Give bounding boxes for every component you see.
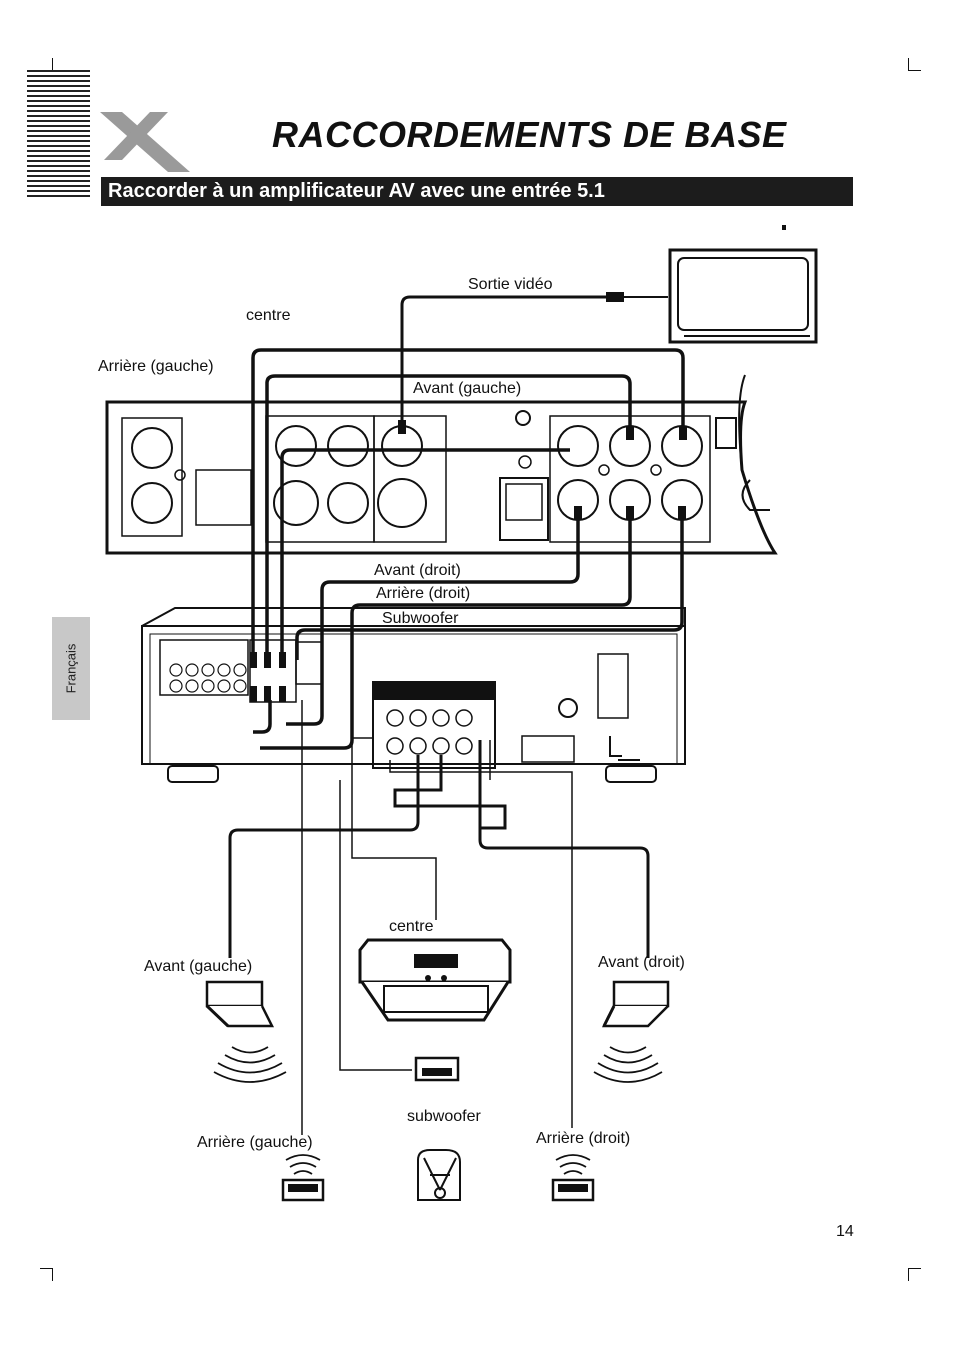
page-title: RACCORDEMENTS DE BASE bbox=[272, 114, 787, 155]
rear-right-speaker bbox=[551, 1154, 595, 1202]
cable-video-out bbox=[400, 295, 608, 430]
label-rear-right-speaker: Arrière (droit) bbox=[536, 1130, 631, 1147]
subwoofer-unit bbox=[417, 1149, 461, 1201]
label-front-left-top: Avant (gauche) bbox=[413, 380, 522, 397]
label-front-left-speaker: Avant (gauche) bbox=[144, 958, 253, 975]
label-rear-right-mid: Arrière (droit) bbox=[376, 585, 471, 602]
front-left-speaker bbox=[205, 980, 287, 1083]
section-banner bbox=[101, 177, 853, 206]
label-rear-left-speaker: Arrière (gauche) bbox=[197, 1134, 313, 1151]
x-logo bbox=[100, 112, 190, 172]
speaker-cables-front bbox=[228, 740, 650, 958]
crop-mark-bottom-right bbox=[908, 1268, 921, 1281]
dvd-player-rear-panel bbox=[105, 374, 778, 555]
label-video-out: Sortie vidéo bbox=[468, 276, 553, 293]
label-centre-top: centre bbox=[246, 307, 291, 324]
front-right-speaker bbox=[593, 980, 670, 1083]
striped-block bbox=[27, 70, 90, 197]
av-amplifier bbox=[141, 607, 686, 783]
audio-cables bbox=[251, 348, 685, 750]
marker-dot bbox=[782, 225, 786, 230]
page-number: 14 bbox=[836, 1223, 854, 1240]
crop-mark-bottom-left bbox=[40, 1268, 53, 1281]
label-subwoofer-mid: Subwoofer bbox=[382, 610, 459, 627]
label-centre-speaker: centre bbox=[389, 918, 434, 935]
crop-mark-top-right bbox=[908, 58, 921, 71]
centre-speaker bbox=[358, 938, 512, 1022]
section-subtitle: Raccorder à un amplificateur AV avec une… bbox=[108, 180, 605, 202]
label-front-right-speaker: Avant (droit) bbox=[598, 954, 685, 971]
label-subwoofer-speaker: subwoofer bbox=[407, 1108, 481, 1125]
label-front-right-mid: Avant (droit) bbox=[374, 562, 461, 579]
tv-illustration bbox=[668, 248, 818, 344]
subwoofer-speaker bbox=[414, 1056, 460, 1082]
language-tab bbox=[52, 617, 90, 720]
label-rear-left-top: Arrière (gauche) bbox=[98, 358, 214, 375]
rear-left-speaker bbox=[281, 1154, 325, 1202]
speaker-cables-thin bbox=[301, 700, 573, 1135]
